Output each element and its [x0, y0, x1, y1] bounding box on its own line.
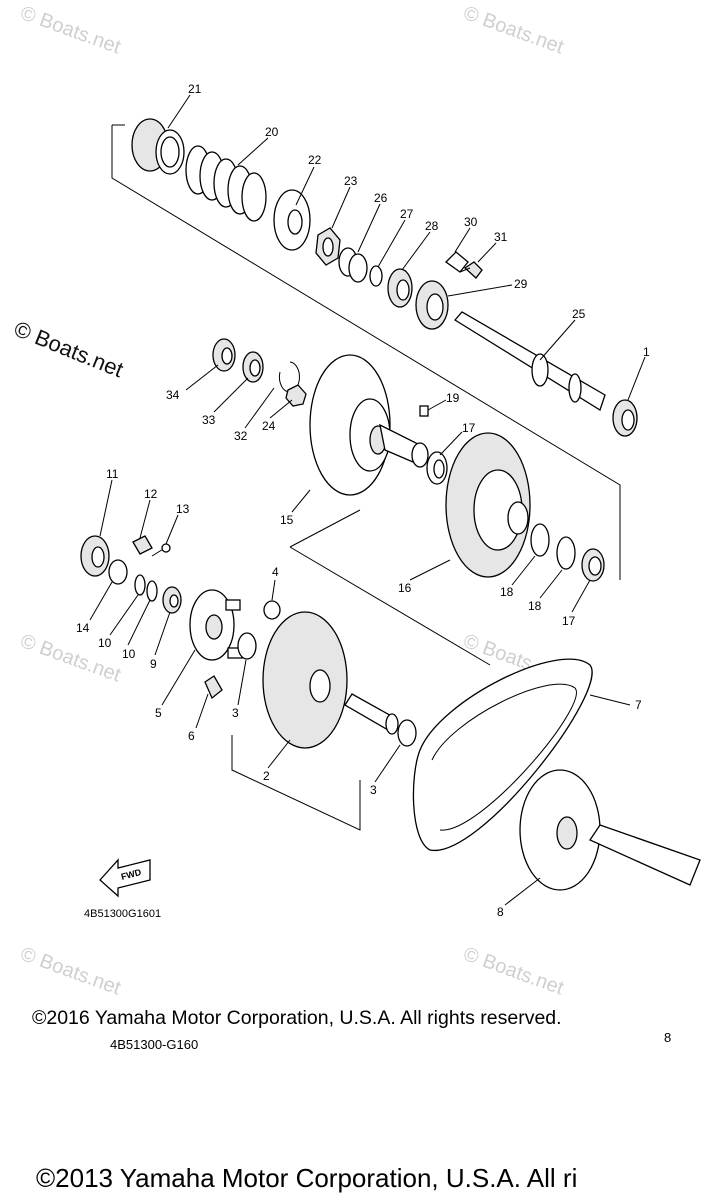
callout-26: 26	[374, 191, 388, 205]
exploded-parts-diagram: FWD	[76, 82, 701, 919]
part-2-sheave	[262, 611, 399, 749]
part-21-sleeve	[131, 118, 185, 175]
callout-34: 34	[166, 388, 180, 402]
callout-25: 25	[572, 307, 586, 321]
page-number: 8	[664, 1030, 672, 1045]
callout-16: 16	[398, 581, 412, 595]
callout-24: 24	[262, 419, 276, 433]
part-28-bearing	[387, 268, 413, 308]
assembly-frame-line	[111, 125, 621, 580]
callout-12: 12	[144, 487, 158, 501]
copyright-main: ©2016 Yamaha Motor Corporation, U.S.A. A…	[32, 1007, 562, 1029]
part-10-circlip	[146, 580, 158, 602]
callout-14: 14	[76, 621, 90, 635]
callout-29: 29	[514, 277, 528, 291]
callout-18: 18	[500, 585, 514, 599]
part-23-nut	[315, 227, 341, 266]
callout-17: 17	[462, 421, 476, 435]
callout-10: 10	[122, 647, 136, 661]
callout-33: 33	[202, 413, 216, 427]
part-25-shaft	[454, 311, 606, 411]
part-7-belt	[412, 658, 593, 851]
part-4-bushing	[263, 600, 281, 620]
callout-30: 30	[464, 215, 478, 229]
part-18-o-ring	[530, 523, 550, 557]
callout-3: 3	[370, 783, 377, 797]
page-code: 4B51300-G160	[110, 1037, 199, 1052]
part-3-washer	[237, 632, 257, 660]
callout-1: 1	[643, 345, 650, 359]
callout-11: 11	[106, 467, 119, 481]
part-3-washer	[397, 719, 417, 747]
callout-17: 17	[562, 614, 576, 628]
callout-9: 9	[150, 657, 157, 671]
part-17-seal	[581, 548, 605, 582]
part-6-slider	[204, 675, 223, 700]
part-9-spacer	[162, 586, 182, 614]
callout-leader-lines	[89, 94, 646, 906]
part-15-fixed-sheave	[309, 354, 429, 496]
callout-4: 4	[272, 565, 279, 579]
part-22-washer	[273, 189, 311, 251]
part-10-circlip	[134, 574, 146, 596]
fwd-arrow-icon: FWD	[99, 858, 151, 898]
callout-28: 28	[425, 219, 439, 233]
part-17-seal	[426, 451, 448, 485]
callout-21: 21	[188, 82, 202, 96]
part-33-bearing	[242, 351, 264, 383]
callout-5: 5	[155, 706, 162, 720]
callout-10: 10	[98, 636, 112, 650]
part-30-plate	[444, 251, 469, 273]
callout-6: 6	[188, 729, 195, 743]
part-18-o-ring	[556, 536, 576, 570]
part-29-bearing	[415, 280, 449, 330]
part-26-collar	[338, 247, 368, 283]
callout-3: 3	[232, 706, 239, 720]
callout-19: 19	[446, 391, 460, 405]
callout-22: 22	[308, 153, 322, 167]
part-12-plate	[132, 535, 153, 555]
callout-18: 18	[528, 599, 542, 613]
part-16-moving-sheave	[445, 432, 531, 578]
part-1-bearing	[612, 399, 638, 437]
part-20-spring	[185, 145, 267, 222]
callout-23: 23	[344, 174, 358, 188]
callout-7: 7	[635, 698, 642, 712]
diagram-code: 4B51300G1601	[84, 908, 162, 920]
callout-15: 15	[280, 513, 294, 527]
part-13-screw	[151, 543, 171, 557]
callout-31: 31	[494, 230, 508, 244]
callout-20: 20	[265, 125, 279, 139]
callout-numbers: 21 20 22 23 26 27 28 30 31 29 25 1 34 33…	[76, 82, 650, 919]
callout-2: 2	[263, 769, 270, 783]
part-8-sheave	[519, 769, 701, 891]
callout-32: 32	[234, 429, 248, 443]
callout-27: 27	[400, 207, 414, 221]
part-34-bearing	[212, 338, 236, 372]
part-19-pin	[419, 405, 429, 417]
part-27-o-ring	[369, 265, 383, 287]
assembly-frame-line	[289, 509, 361, 548]
part-5-spider	[189, 589, 243, 661]
copyright-footer: ©2013 Yamaha Motor Corporation, U.S.A. A…	[36, 1163, 578, 1193]
assembly-frame-line	[231, 735, 361, 831]
callout-8: 8	[497, 905, 504, 919]
part-14-nut	[108, 559, 128, 585]
part-31-bolt	[459, 261, 483, 279]
part-11-seal	[80, 535, 110, 577]
callout-13: 13	[176, 502, 190, 516]
